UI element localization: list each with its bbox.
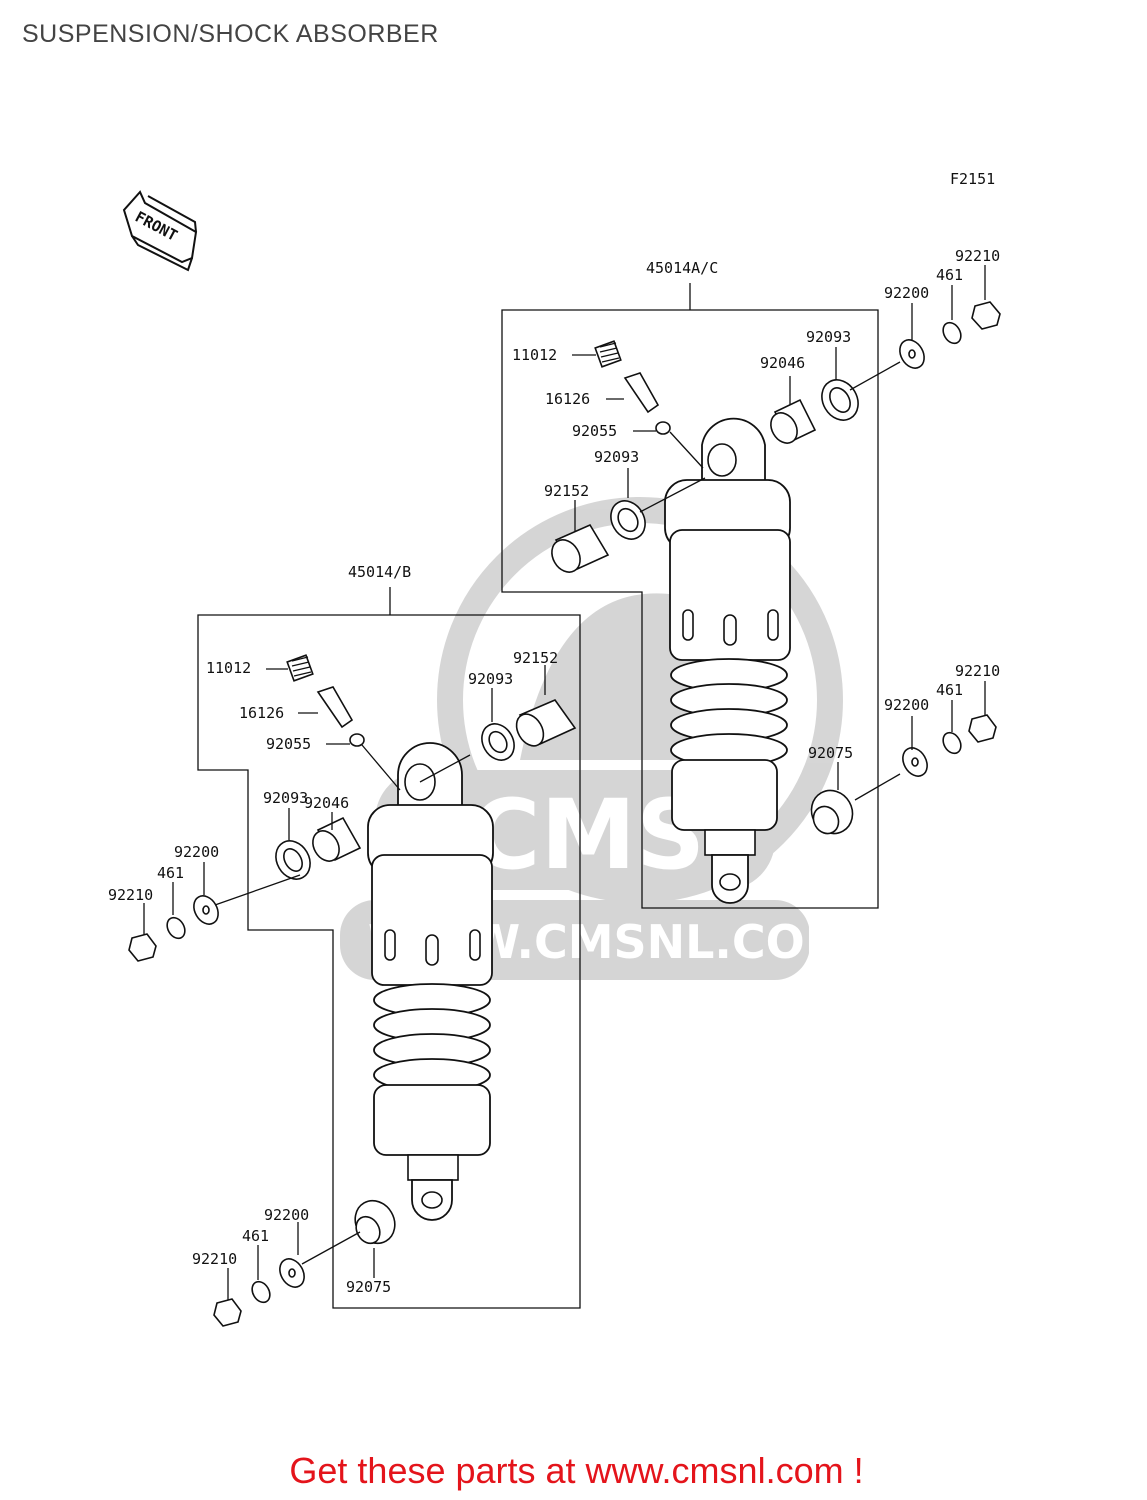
- part-label-92046-right: 92046: [760, 354, 805, 372]
- part-label-11012-right: 11012: [512, 346, 557, 364]
- shock-absorber-diagram: CMS WWW.CMSNL.COM FRONT F2151 45014A/C: [108, 170, 1001, 1327]
- part-label-92093-left-a: 92093: [468, 670, 513, 688]
- part-label-461-left-bottom: 461: [242, 1227, 269, 1245]
- part-label-461-left-top: 461: [157, 864, 184, 882]
- shock-absorber-right: [664, 417, 791, 904]
- part-label-11012-left: 11012: [206, 659, 251, 677]
- part-label-92200-right-bottom: 92200: [884, 696, 929, 714]
- part-label-92200-right-top: 92200: [884, 284, 929, 302]
- part-label-92152-left: 92152: [513, 649, 558, 667]
- assembly-45014a-c: 45014A/C: [501, 247, 1001, 909]
- adjuster-16126-left: [316, 686, 354, 729]
- lockwasher-461-right-bottom: [942, 731, 962, 755]
- figure-code: F2151: [950, 170, 995, 188]
- part-label-92093-left-b: 92093: [263, 789, 308, 807]
- part-label-16126-left: 16126: [239, 704, 284, 722]
- nut-92210-right-top: [971, 301, 1001, 330]
- part-label-92210-left-top: 92210: [108, 886, 153, 904]
- lockwasher-461-left-top: [166, 916, 186, 940]
- watermark-logo: CMS: [470, 779, 705, 891]
- part-label-16126-right: 16126: [545, 390, 590, 408]
- part-label-92210-right-top: 92210: [955, 247, 1000, 265]
- part-label-92152-right: 92152: [544, 482, 589, 500]
- part-label-461-right-top: 461: [936, 266, 963, 284]
- shock-absorber-left: [367, 742, 494, 1221]
- part-label-92046-left: 92046: [304, 794, 349, 812]
- part-label-461-right-bottom: 461: [936, 681, 963, 699]
- front-arrow-icon: FRONT: [122, 190, 198, 272]
- assembly-label-45014-b: 45014/B: [348, 563, 411, 581]
- nut-92210-left-bottom: [213, 1298, 242, 1327]
- part-label-92055-left: 92055: [266, 735, 311, 753]
- part-label-92200-left-top: 92200: [174, 843, 219, 861]
- part-label-92210-left-bottom: 92210: [192, 1250, 237, 1268]
- part-label-92210-right-bottom: 92210: [955, 662, 1000, 680]
- page-title: SUSPENSION/SHOCK ABSORBER: [22, 20, 439, 48]
- assembly-45014-b: 45014/B: [108, 563, 581, 1327]
- part-label-92093-right-b: 92093: [806, 328, 851, 346]
- o-ring-92055-left: [349, 733, 365, 747]
- nut-92210-left-top: [128, 933, 157, 962]
- part-label-92093-right-a: 92093: [594, 448, 639, 466]
- lockwasher-461-left-bottom: [251, 1280, 271, 1304]
- part-label-92075-left: 92075: [346, 1278, 391, 1296]
- spring-11012-left: [286, 654, 314, 682]
- o-ring-92055-right: [655, 421, 671, 435]
- adjuster-16126-right: [623, 372, 660, 414]
- parts-link-banner[interactable]: Get these parts at www.cmsnl.com !: [289, 1450, 864, 1491]
- nut-92210-right-bottom: [968, 714, 997, 743]
- assembly-label-45014a-c: 45014A/C: [646, 259, 718, 277]
- spring-11012-right: [594, 340, 622, 368]
- part-label-92200-left-bottom: 92200: [264, 1206, 309, 1224]
- part-label-92055-right: 92055: [572, 422, 617, 440]
- part-label-92075-right: 92075: [808, 744, 853, 762]
- lockwasher-461-right-top: [942, 321, 962, 345]
